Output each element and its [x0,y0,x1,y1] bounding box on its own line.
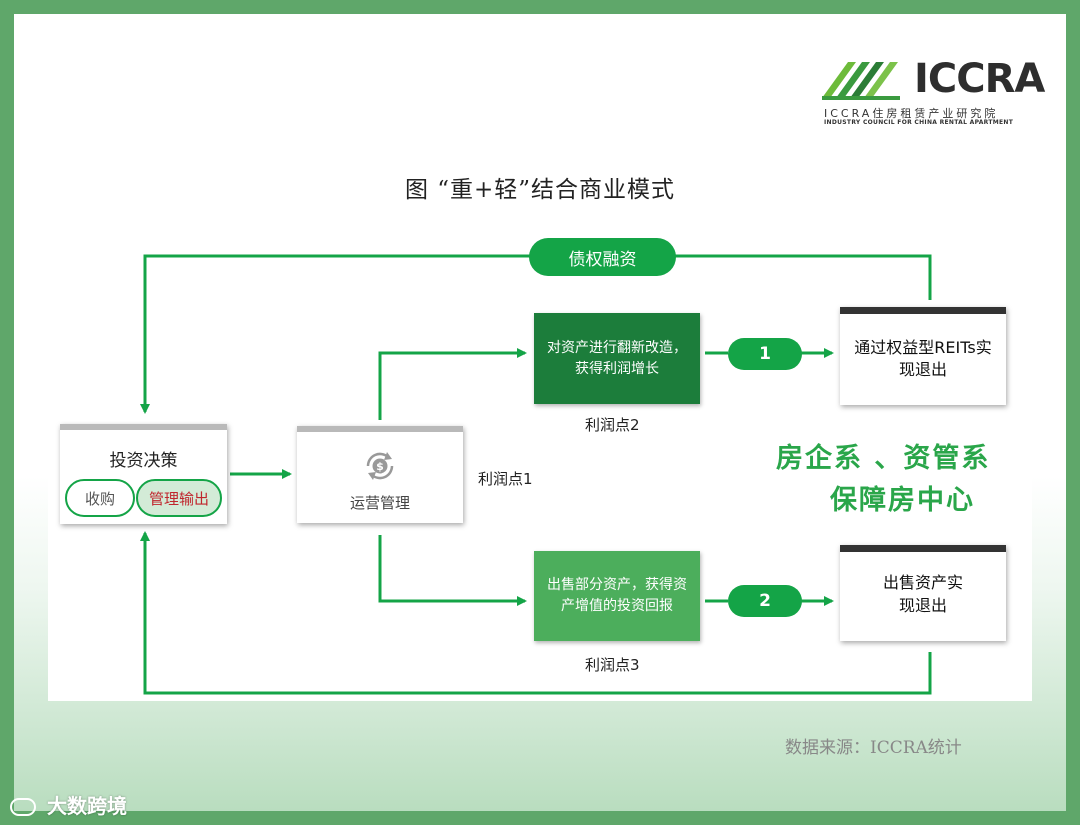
diagram-title: 图 “重+轻”结合商业模式 [404,177,676,203]
highlight-line-2: 保障房中心 [830,485,975,516]
highlight-line-1: 房企系 、资管系 [776,443,991,474]
iccra-logo: ICCRA ICCRA住房租赁产业研究院 INDUSTRY COUNCIL FO… [822,56,1045,130]
renovate-box: 对资产进行翻新改造，获得利润增长 [534,313,700,404]
sale-exit-label: 出售资产实现退出 [882,573,963,615]
watermark-logo-icon [10,798,36,816]
logo-english-name: INDUSTRY COUNCIL FOR CHINA RENTAL APARTM… [824,119,1014,126]
watermark: 大数跨境 [10,790,127,819]
profit-point-1-label: 利润点1 [478,470,533,488]
card-top-bar [297,426,463,432]
invest-decision-label: 投资决策 [109,451,178,471]
logo-chinese-name: ICCRA住房租赁产业研究院 [824,107,999,120]
data-source-note: 数据来源：ICCRA统计 [785,738,962,758]
mgmt-output-option: 管理输出 [136,479,222,517]
card-top-bar [840,545,1006,552]
sale-exit-card: 出售资产实现退出 [840,545,1006,641]
ops-to-sale-arrow [378,535,527,606]
dollar-cycle-icon: $ [366,452,394,480]
logo-mark-icon [822,62,900,100]
sale-loop-connector [140,531,932,695]
invest-decision-card: 投资决策 收购 管理输出 [60,424,227,524]
step-1-pill: 1 [728,338,802,370]
profit-point-3-label: 利润点3 [585,656,640,674]
sell-part-box: 出售部分资产，获得资产增值的投资回报 [534,551,700,641]
card-top-bar [60,424,227,430]
card-top-bar [840,307,1006,314]
profit-point-2-label: 利润点2 [585,416,640,434]
reits-exit-label: 通过权益型REITs实现退出 [854,338,992,379]
operations-card: $ 运营管理 [297,426,463,523]
operations-label: 运营管理 [349,494,410,512]
step-2-pill: 2 [728,585,802,617]
debt-financing-pill: 债权融资 [529,238,676,276]
svg-text:$: $ [376,460,384,473]
acquire-option: 收购 [65,479,135,517]
reits-exit-card: 通过权益型REITs实现退出 [840,307,1006,405]
ops-to-renovate-arrow [378,348,527,420]
watermark-text: 大数跨境 [46,794,127,818]
logo-wordmark: ICCRA [914,56,1045,102]
